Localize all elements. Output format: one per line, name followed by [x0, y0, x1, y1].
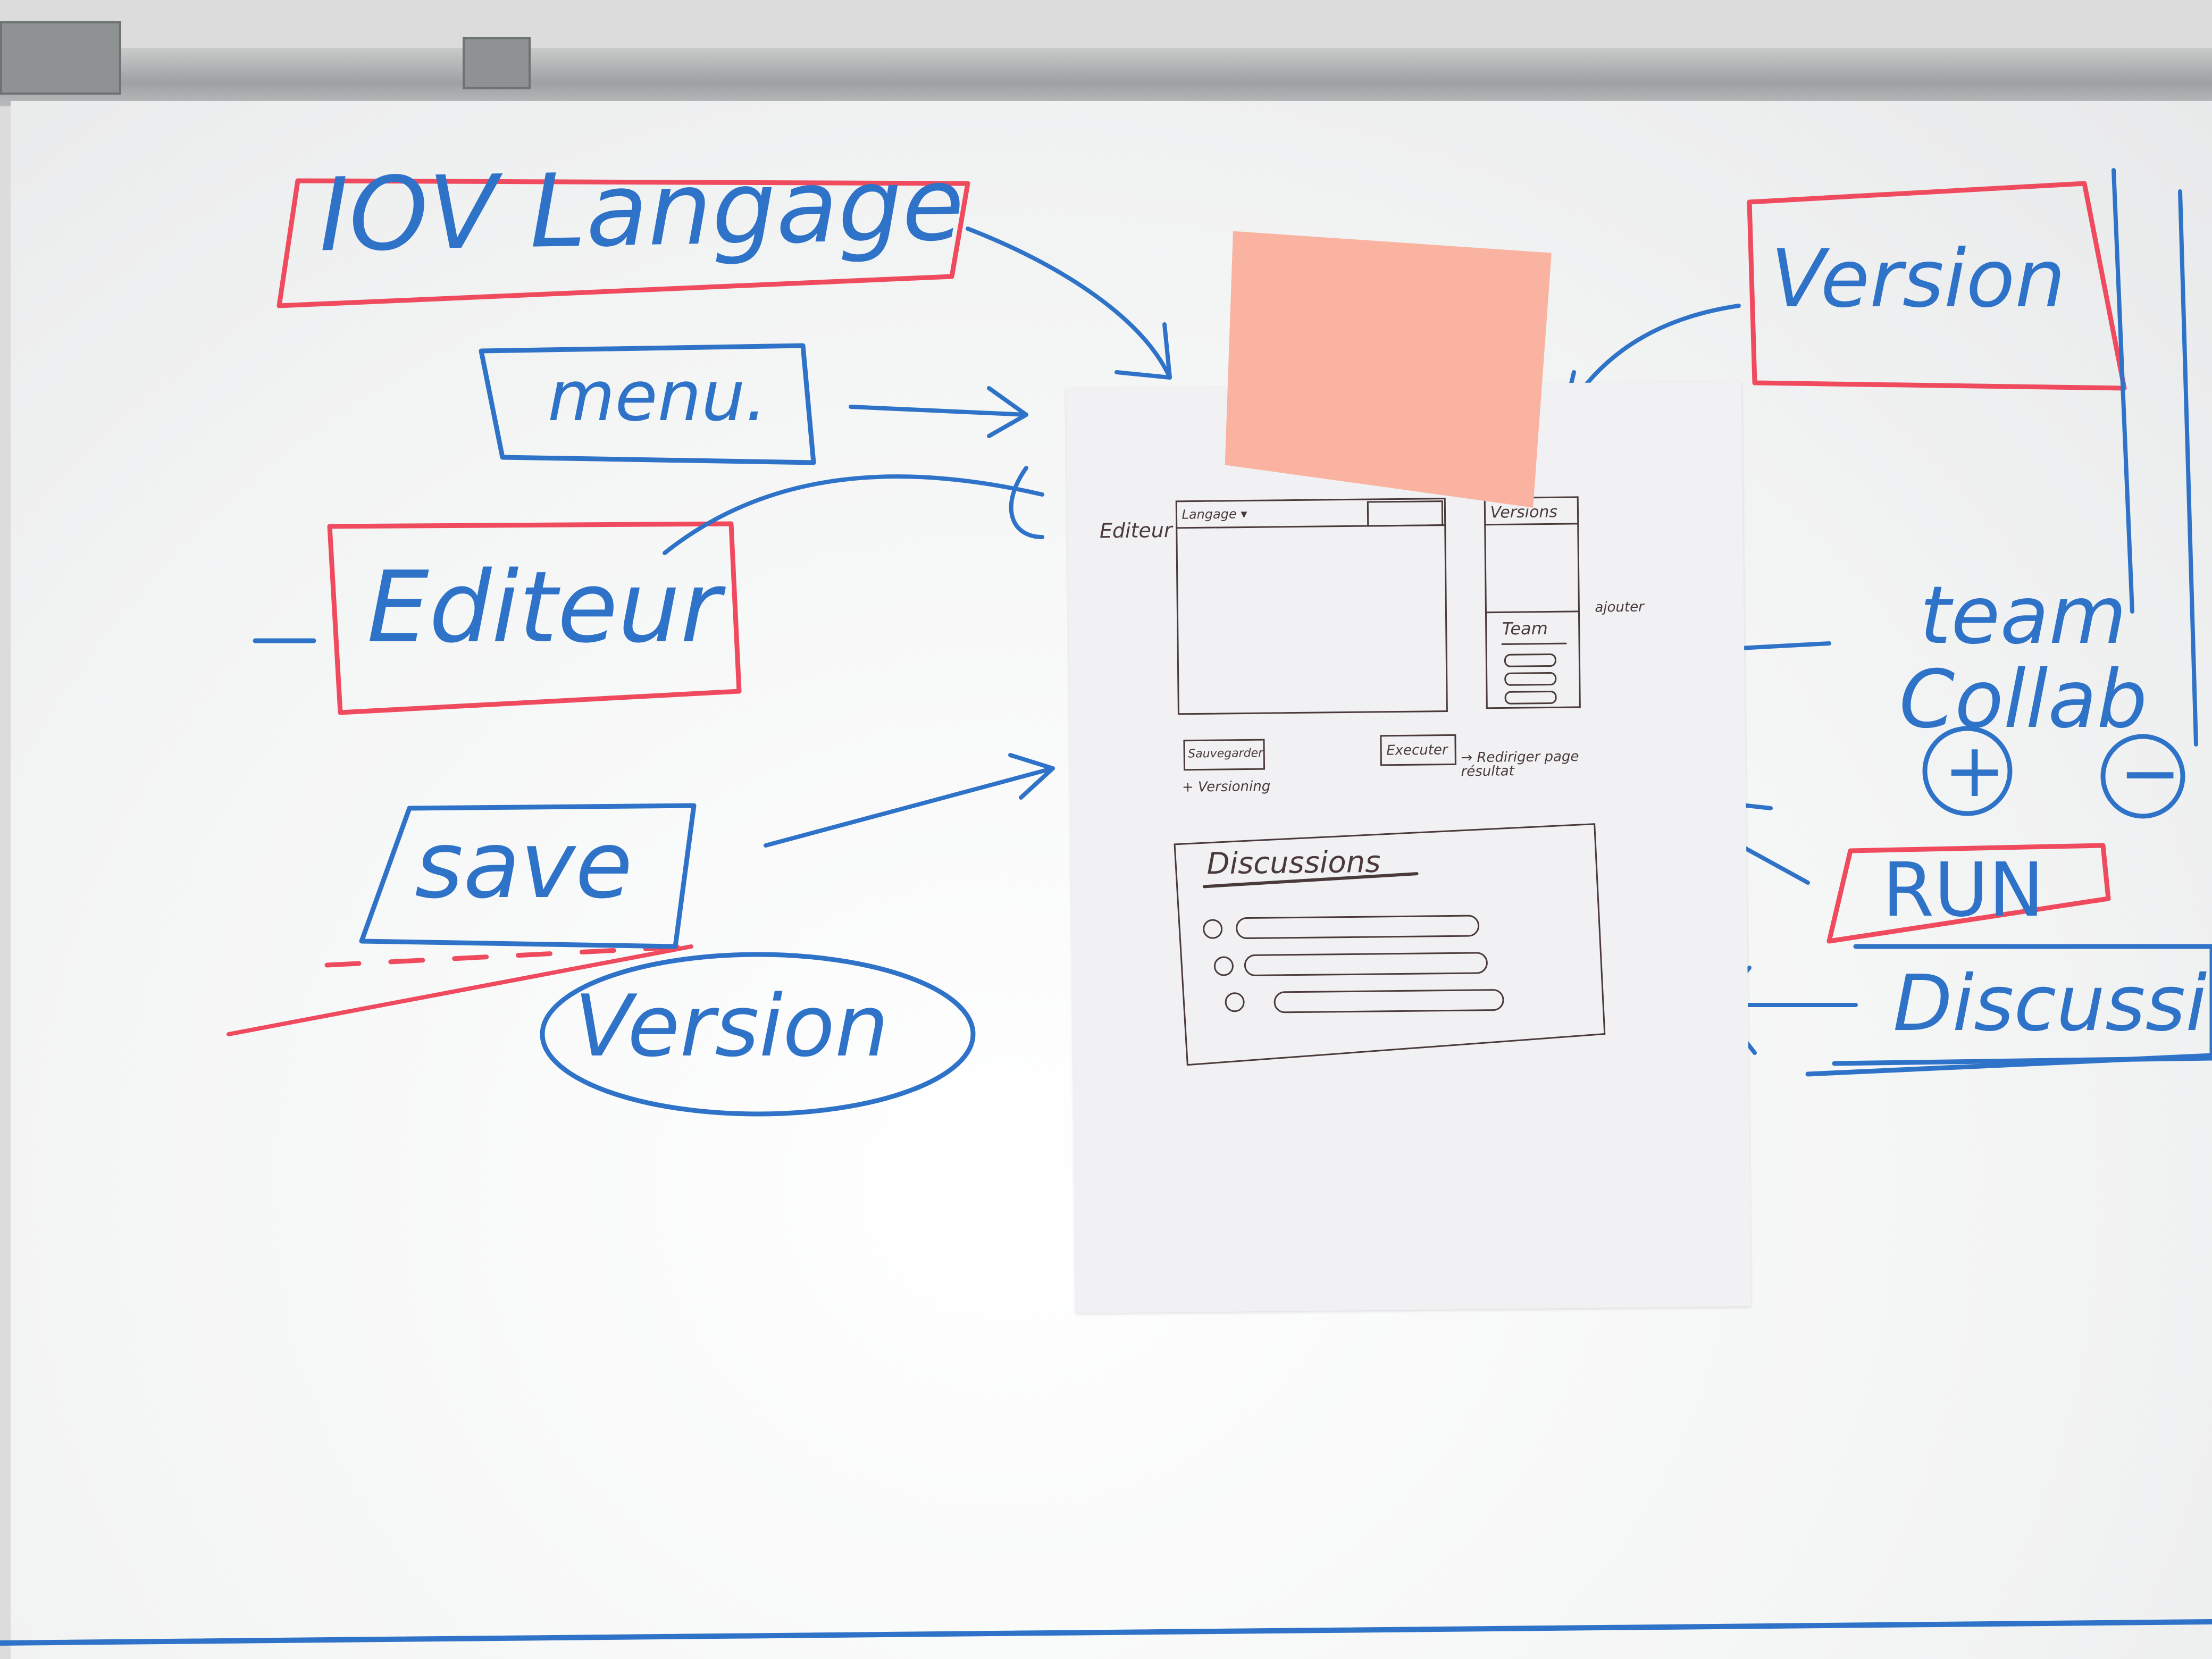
collab-remove-icon: −: [2119, 730, 2182, 817]
sketch-run-button: Executer: [1386, 742, 1448, 759]
sketch-versions-frame: [1484, 496, 1581, 709]
rail-clip-left: [0, 21, 121, 95]
sketch-team-label: Team: [1502, 618, 1548, 639]
sketch-team-row-2: [1504, 672, 1557, 686]
editor-label: Editeur: [367, 550, 721, 665]
discussion-box-outline: [1832, 944, 2212, 1066]
sketch-discussions-frame: [1174, 823, 1606, 1066]
version-bubble-label: Version: [574, 976, 889, 1076]
sketch-avatar-2: [1213, 956, 1234, 976]
rail-clip-mid: [463, 37, 531, 89]
menu-box-outline: [479, 343, 816, 465]
arrow-editor: [663, 466, 1044, 555]
editor-box-outline: [327, 521, 742, 715]
sketch-versions-divider: [1484, 523, 1580, 614]
paper-sketch-lines: [1174, 496, 1606, 1066]
discussion-bottom-line: [1805, 1053, 2212, 1077]
run-label: RUN: [1882, 847, 2045, 934]
sketch-save-box: [1183, 739, 1266, 771]
arrow-save: [764, 753, 1055, 848]
sketch-run-note: → Rediriger page résultat: [1461, 748, 1579, 780]
menu-label: menu.: [548, 356, 767, 437]
title-box-outline: [276, 178, 970, 308]
sketch-team-underline: [1501, 642, 1567, 645]
sketch-versions-label: Versions: [1490, 502, 1558, 522]
arrow-langage: [966, 227, 1172, 380]
run-box-outline: [1826, 843, 2111, 944]
version-box-label: Version: [1771, 233, 2066, 325]
red-underline: [227, 944, 693, 1036]
sketch-message-2: [1244, 952, 1488, 976]
team-collab-label: team Collab: [1899, 569, 2148, 746]
light-glare: [952, 1170, 1000, 1218]
sketch-team-add-note: ajouter: [1595, 599, 1644, 616]
sketch-save-button: Sauvegarder: [1188, 747, 1263, 761]
save-box-outline: [359, 803, 697, 949]
save-label: save: [415, 811, 633, 919]
sketch-versioning-note: + Versioning: [1182, 778, 1271, 795]
discussion-label: Discussion: [1893, 959, 2212, 1049]
bottom-line: [0, 1619, 2212, 1646]
arrow-menu: [849, 386, 1028, 438]
right-edge-lines: [2112, 168, 2198, 747]
sketch-lang-tab: Langage ▾: [1182, 506, 1247, 522]
sketch-lang-tab-box: [1367, 500, 1444, 527]
sketch-editor-frame: [1175, 498, 1448, 715]
sketch-discussions-underline: [1202, 872, 1419, 889]
sketch-editor-label: Editeur: [1099, 518, 1172, 543]
collab-plus-circle: [1922, 726, 2013, 816]
paper-mockup: Editeur Langage ▾ Versions Team ajouter …: [1066, 381, 1752, 1313]
sketch-team-row-1: [1504, 653, 1556, 667]
title-box-label: IOV Langage: [318, 145, 966, 274]
collab-minus-circle: [2100, 734, 2185, 819]
sticky-note: [1224, 231, 1552, 508]
sketch-message-1: [1236, 915, 1480, 939]
sketch-message-3: [1273, 989, 1504, 1013]
sketch-team-row-3: [1504, 690, 1557, 705]
sketch-run-box: [1380, 734, 1456, 766]
sketch-discussions-heading: Discussions: [1206, 844, 1381, 882]
sketch-avatar-3: [1225, 992, 1245, 1012]
version-ellipse-outline: [540, 952, 976, 1117]
collab-add-icon: +: [1943, 727, 2006, 814]
whiteboard-rail: [0, 48, 2212, 106]
sketch-avatar-1: [1203, 919, 1223, 939]
